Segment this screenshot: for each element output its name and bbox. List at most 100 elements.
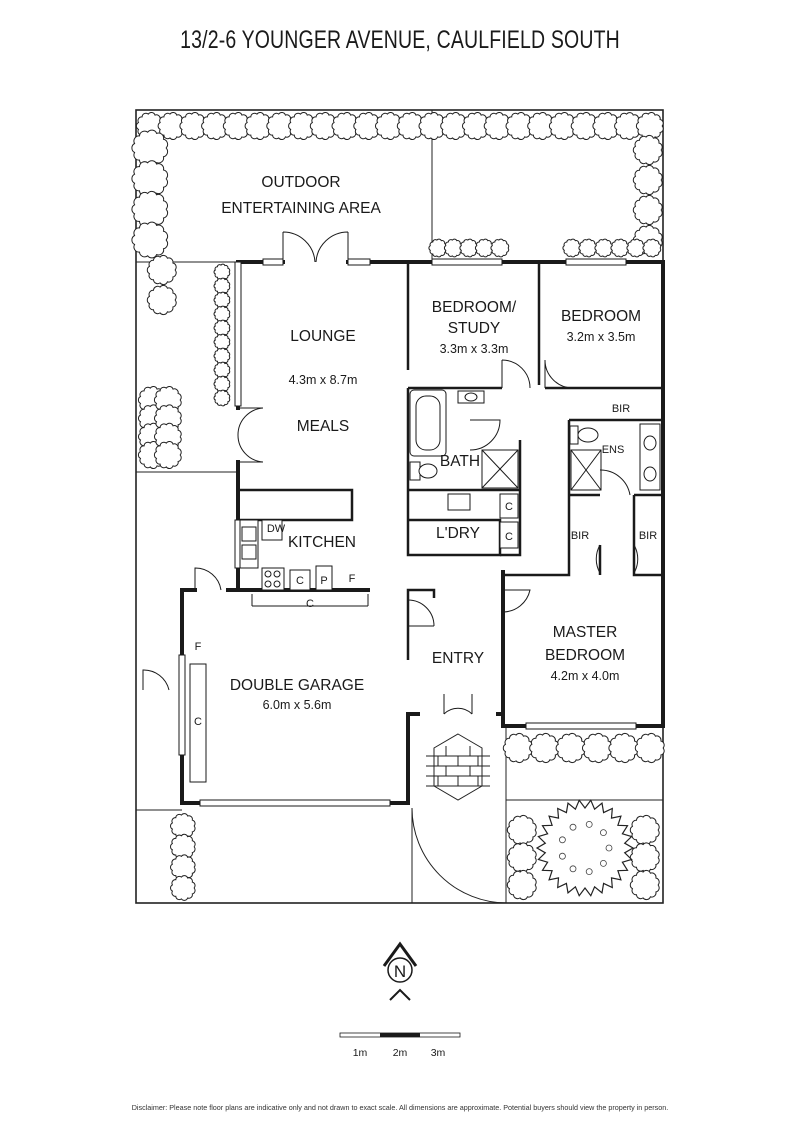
shrub: [157, 112, 186, 140]
dim-lounge: 4.3m x 8.7m: [289, 373, 358, 387]
label-bath: BATH: [440, 453, 480, 470]
room-labels: OUTDOOR ENTERTAINING AREA LOUNGE 4.3m x …: [194, 174, 657, 728]
dim-garage: 6.0m x 5.6m: [263, 698, 332, 712]
windows: [178, 258, 637, 807]
shrub: [213, 333, 231, 351]
shrub: [578, 238, 598, 258]
shrub: [459, 238, 479, 258]
dim-master: 4.2m x 4.0m: [551, 669, 620, 683]
shrub: [222, 112, 251, 140]
shrub: [634, 732, 665, 764]
shrub: [131, 160, 169, 198]
shrub: [642, 238, 662, 258]
scale-label-1m: 1m: [353, 1047, 368, 1059]
shrub: [440, 112, 468, 140]
shrub: [428, 238, 448, 258]
label-lounge: LOUNGE: [290, 328, 355, 345]
tree-detail: [600, 829, 607, 836]
shrub: [418, 112, 447, 140]
shrub: [179, 112, 208, 140]
shrub: [213, 389, 231, 407]
label-kitchen-bench-c: C: [306, 598, 314, 610]
shrubs: [131, 112, 665, 901]
tree: [535, 799, 635, 897]
scale-bar: 1m 2m 3m: [339, 1032, 461, 1059]
shrub: [146, 254, 177, 286]
shrub: [266, 112, 295, 140]
label-kitchen-c: C: [296, 575, 304, 587]
label-dw: DW: [267, 523, 286, 535]
label-garage-c: C: [194, 716, 202, 728]
shrub: [213, 277, 231, 295]
shrub: [213, 361, 231, 379]
shrub: [592, 112, 621, 140]
shrub: [594, 238, 614, 258]
tree-detail: [600, 860, 607, 867]
fixtures: [189, 389, 661, 783]
label-bir-master-2: BIR: [639, 530, 657, 542]
tree-detail: [585, 821, 593, 828]
disclaimer: Disclaimer: Please note floor plans are …: [131, 1103, 669, 1112]
label-kitchen: KITCHEN: [288, 534, 356, 551]
scale-label-3m: 3m: [431, 1047, 446, 1059]
label-entertaining-area: ENTERTAINING AREA: [221, 200, 381, 217]
label-master-2: BEDROOM: [545, 647, 625, 664]
plan-title: 13/2-6 YOUNGER AVENUE, CAULFIELD SOUTH: [180, 26, 620, 54]
shrub: [505, 112, 534, 140]
label-garage-f: F: [195, 641, 202, 653]
shrub: [213, 375, 231, 393]
shrub: [629, 869, 660, 901]
shrub: [506, 869, 537, 901]
shrub: [629, 814, 660, 846]
label-ens: ENS: [602, 444, 625, 456]
internal-walls: [238, 262, 663, 660]
shrub: [626, 238, 646, 258]
shrub: [629, 842, 660, 873]
label-kitchen-p: P: [320, 575, 327, 587]
label-bir-master-1: BIR: [571, 530, 589, 542]
site-boundary: [135, 109, 664, 904]
tree-detail: [605, 844, 613, 852]
tree-inner: [559, 821, 613, 875]
shrub: [490, 238, 510, 258]
label-bedroom: BEDROOM: [561, 308, 641, 325]
shrub: [244, 112, 273, 140]
shrub: [570, 112, 599, 140]
shrub: [131, 221, 169, 259]
scale-label-2m: 2m: [393, 1047, 408, 1059]
dim-bedroom: 3.2m x 3.5m: [567, 330, 636, 344]
shrub: [309, 112, 338, 140]
shrub: [581, 732, 612, 764]
tree-detail: [559, 836, 566, 844]
shrub: [474, 238, 494, 258]
shrub: [608, 732, 639, 764]
shrub: [529, 732, 560, 764]
paving: [426, 733, 490, 801]
label-garage: DOUBLE GARAGE: [230, 677, 364, 694]
tree-outline: [535, 799, 635, 897]
shrub: [396, 112, 425, 140]
tree-detail: [585, 868, 593, 875]
shrub: [632, 194, 663, 226]
tree-detail: [569, 823, 577, 831]
shrub: [483, 112, 512, 140]
shrub: [506, 814, 537, 846]
shrub: [632, 164, 663, 196]
shrub: [548, 112, 577, 140]
shrub: [562, 238, 582, 258]
label-bedroom-study-2: STUDY: [448, 320, 501, 337]
shrub: [632, 134, 663, 166]
shrub: [353, 112, 382, 140]
shrub: [131, 129, 169, 167]
label-laundry-c2: C: [505, 531, 513, 543]
shrub: [213, 305, 231, 323]
north-compass: N: [382, 941, 418, 1001]
shrub: [213, 347, 231, 365]
label-outdoor: OUTDOOR: [261, 174, 340, 191]
shrub: [614, 112, 642, 140]
shrub: [610, 238, 630, 258]
doors: [142, 231, 639, 715]
label-laundry-c1: C: [505, 501, 513, 513]
shrub: [213, 319, 231, 337]
